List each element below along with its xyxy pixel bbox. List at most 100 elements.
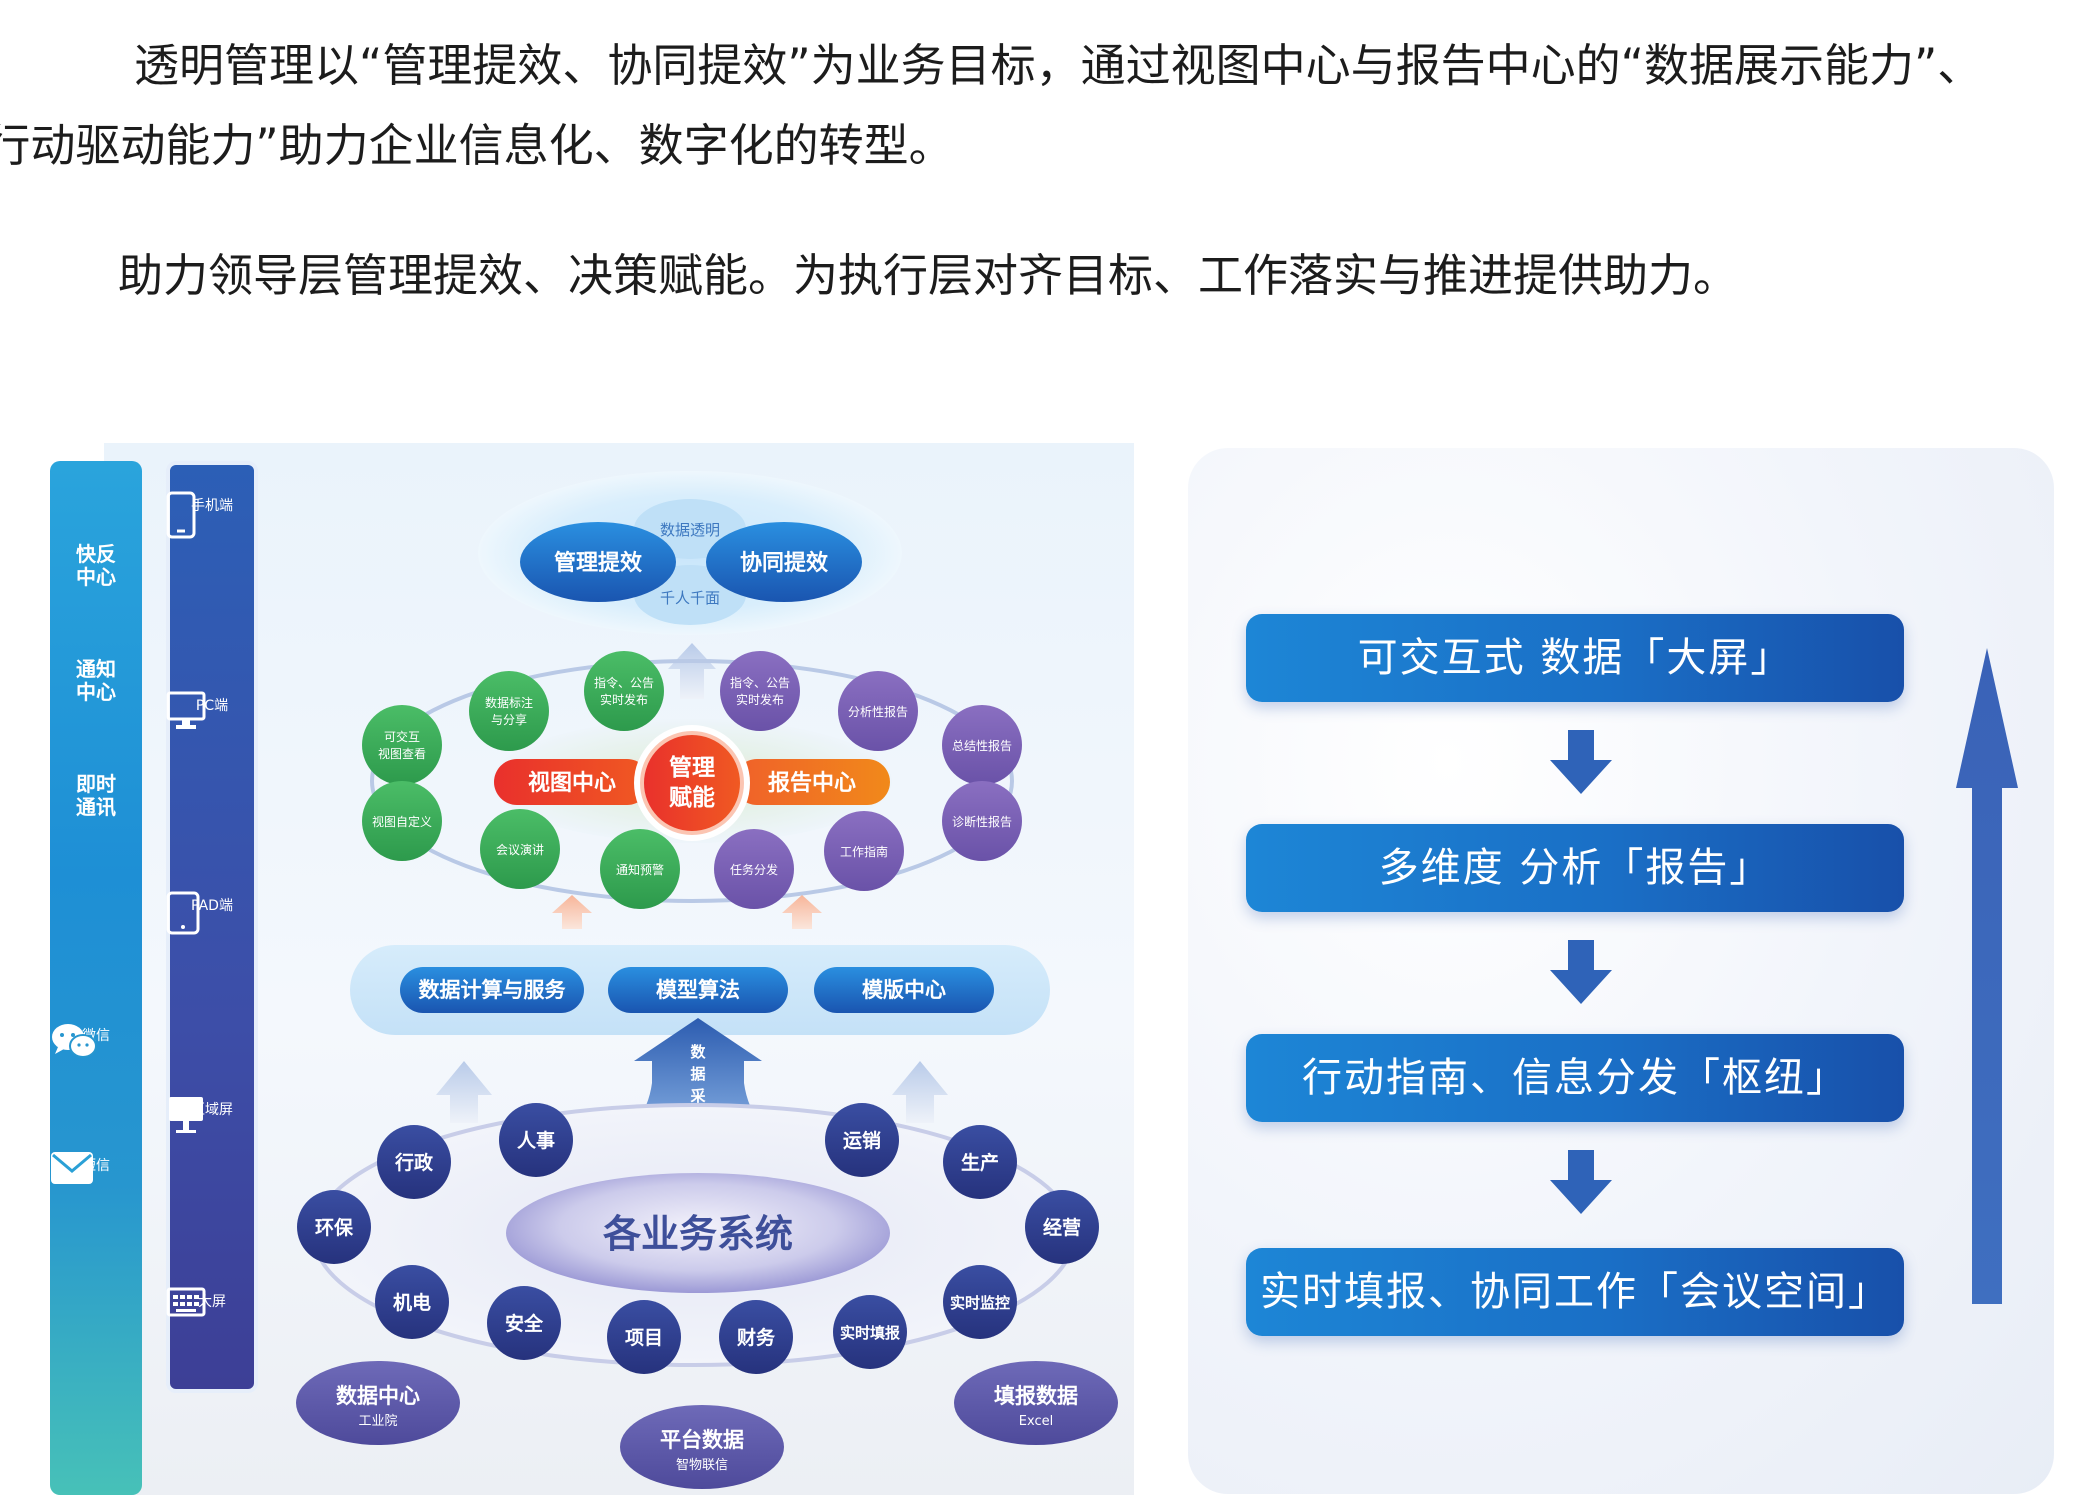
monitor-icon xyxy=(166,691,206,729)
ring-node-label: 可交互 xyxy=(384,729,420,744)
business-node-sales[interactable] xyxy=(825,1103,899,1177)
business-node-hr[interactable] xyxy=(499,1103,573,1177)
flow-step-hub[interactable]: 行动指南、信息分发「枢纽」 xyxy=(1246,1034,1904,1122)
ring-node-summary-report[interactable]: 总结性报告 xyxy=(942,705,1022,785)
channel-sidebar: 快反 中心 通知 中心 即时 通讯 微信 短信 xyxy=(50,461,142,1495)
device-item-pc[interactable]: PC端 xyxy=(166,691,258,729)
business-node-realtime-fill[interactable] xyxy=(833,1295,907,1369)
ring-node-annotate-share[interactable]: 数据标注 与分享 xyxy=(469,671,549,751)
ring-node-label: 会议演讲 xyxy=(496,842,544,857)
up-arrow-icon xyxy=(892,1061,948,1123)
business-node-env[interactable] xyxy=(297,1190,371,1264)
ring-node-instructions-2[interactable]: 指令、公告 实时发布 xyxy=(720,651,800,731)
arrow-down-icon xyxy=(1550,940,1612,1004)
ring-node-label: 指令、公告 xyxy=(730,675,790,690)
sidebar-item-im[interactable]: 即时 通讯 xyxy=(50,773,142,819)
device-sidebar: 手机端 PC端 PAD端 区域屏 xyxy=(166,461,258,1393)
ring-node-task-dispatch[interactable]: 任务分发 xyxy=(714,829,794,909)
collab-efficiency-label: 协同提效 xyxy=(740,550,828,576)
ring-node-label: 视图查看 xyxy=(378,746,426,761)
source-sub: 智物联信 xyxy=(676,1458,728,1473)
diagram-canvas: 数据透明 千人千面 管理提效 协同提效 视图中心 报告中心 管理 赋能 可交互 … xyxy=(296,471,1118,1489)
source-title: 填报数据 xyxy=(994,1384,1078,1408)
sidebar-label: 中心 xyxy=(76,565,116,589)
ring-node-interactive-view[interactable]: 可交互 视图查看 xyxy=(362,705,442,785)
report-center-node[interactable] xyxy=(734,759,890,805)
source-data-center[interactable] xyxy=(296,1361,460,1445)
sidebar-item-wechat[interactable]: 微信 xyxy=(50,1021,142,1058)
source-platform-data[interactable] xyxy=(620,1405,784,1489)
empower-core[interactable] xyxy=(640,731,744,835)
arrow-down-icon xyxy=(1550,730,1612,794)
tablet-icon xyxy=(166,891,200,935)
ring-node-analytical-report[interactable]: 分析性报告 xyxy=(838,671,918,751)
ring-node-label: 视图自定义 xyxy=(372,814,432,829)
intro-line-1: 透明管理以“管理提效、协同提效”为业务目标，通过视图中心与报告中心的“数据展示能… xyxy=(134,39,1983,92)
service-label: 数据计算与服务 xyxy=(419,978,567,1002)
device-label: 手机端 xyxy=(191,498,233,514)
business-core[interactable] xyxy=(506,1173,890,1293)
business-node-label: 项目 xyxy=(625,1327,663,1349)
ring-node-notify-alert[interactable]: 通知预警 xyxy=(600,829,680,909)
wechat-icon xyxy=(52,1024,97,1058)
ring-node-label: 指令、公告 xyxy=(594,675,654,690)
business-node-realtime-monitor[interactable] xyxy=(943,1265,1017,1339)
ring-node-label: 通知预警 xyxy=(616,862,664,877)
device-item-kiosk[interactable]: 区域屏 xyxy=(166,1095,258,1133)
sidebar-label: 即时 xyxy=(76,772,116,796)
business-node-label: 经营 xyxy=(1043,1216,1081,1239)
source-title: 数据中心 xyxy=(336,1384,420,1408)
business-node-admin[interactable] xyxy=(377,1125,451,1199)
sidebar-label: 快反 xyxy=(76,542,116,566)
ring-node-diagnostic-report[interactable]: 诊断性报告 xyxy=(942,781,1022,861)
device-item-phone[interactable]: 手机端 xyxy=(166,491,258,539)
business-node-label: 机电 xyxy=(393,1291,431,1314)
sidebar-item-quick-response[interactable]: 快反 中心 xyxy=(50,543,142,589)
sidebar-item-sms[interactable]: 短信 xyxy=(50,1151,142,1184)
business-node-label: 安全 xyxy=(505,1312,544,1335)
service-compute[interactable] xyxy=(400,967,584,1013)
ring-node-label: 诊断性报告 xyxy=(952,814,1012,829)
service-template[interactable] xyxy=(814,967,994,1013)
business-node-label: 行政 xyxy=(394,1151,434,1174)
device-label: PAD端 xyxy=(191,898,233,914)
flow-step-big-screen[interactable]: 可交互式 数据「大屏」 xyxy=(1246,614,1904,702)
data-collect-char: 据 xyxy=(690,1065,705,1083)
business-node-label: 财务 xyxy=(737,1326,776,1349)
ring-node-meeting-speech[interactable]: 会议演讲 xyxy=(480,809,560,889)
service-model[interactable] xyxy=(608,967,788,1013)
business-node-label: 实时填报 xyxy=(840,1324,900,1342)
empower-label-2: 赋能 xyxy=(669,784,715,811)
ring-node-instructions-1[interactable]: 指令、公告 实时发布 xyxy=(584,651,664,731)
business-node-safety[interactable] xyxy=(487,1286,561,1360)
business-node-finance[interactable] xyxy=(719,1300,793,1374)
up-arrow-icon xyxy=(668,643,716,699)
ring-node-custom-view[interactable]: 视图自定义 xyxy=(362,781,442,861)
business-node-mech[interactable] xyxy=(375,1265,449,1339)
device-item-pad[interactable]: PAD端 xyxy=(166,891,258,935)
source-sub: Excel xyxy=(1019,1414,1053,1429)
service-label: 模型算法 xyxy=(656,978,740,1002)
report-center-label: 报告中心 xyxy=(768,771,856,796)
ring-node-work-guide[interactable]: 工作指南 xyxy=(824,811,904,891)
business-node-project[interactable] xyxy=(607,1300,681,1374)
flow-step-report[interactable]: 多维度 分析「报告」 xyxy=(1246,824,1904,912)
ring-node-label: 数据标注 xyxy=(485,695,533,710)
keyboard-icon xyxy=(166,1287,206,1317)
business-node-label: 人事 xyxy=(517,1129,555,1152)
flow-step-meeting-space[interactable]: 实时填报、协同工作「会议空间」 xyxy=(1246,1248,1904,1336)
collab-efficiency-node[interactable] xyxy=(706,522,862,602)
mgmt-efficiency-label: 管理提效 xyxy=(554,550,642,576)
personalized-label: 千人千面 xyxy=(660,589,720,607)
device-item-bigscreen[interactable]: 大屏 xyxy=(166,1287,258,1317)
mgmt-efficiency-node[interactable] xyxy=(520,522,676,602)
business-node-operation[interactable] xyxy=(1025,1190,1099,1264)
up-arrow-icon xyxy=(436,1061,492,1123)
ring-node-label: 任务分发 xyxy=(730,862,778,877)
source-fill-data[interactable] xyxy=(954,1361,1118,1445)
view-center-node[interactable] xyxy=(494,759,650,805)
sidebar-item-notification[interactable]: 通知 中心 xyxy=(50,658,142,704)
business-node-production[interactable] xyxy=(943,1125,1017,1199)
business-node-label: 生产 xyxy=(961,1151,999,1174)
service-label: 模版中心 xyxy=(862,978,946,1002)
